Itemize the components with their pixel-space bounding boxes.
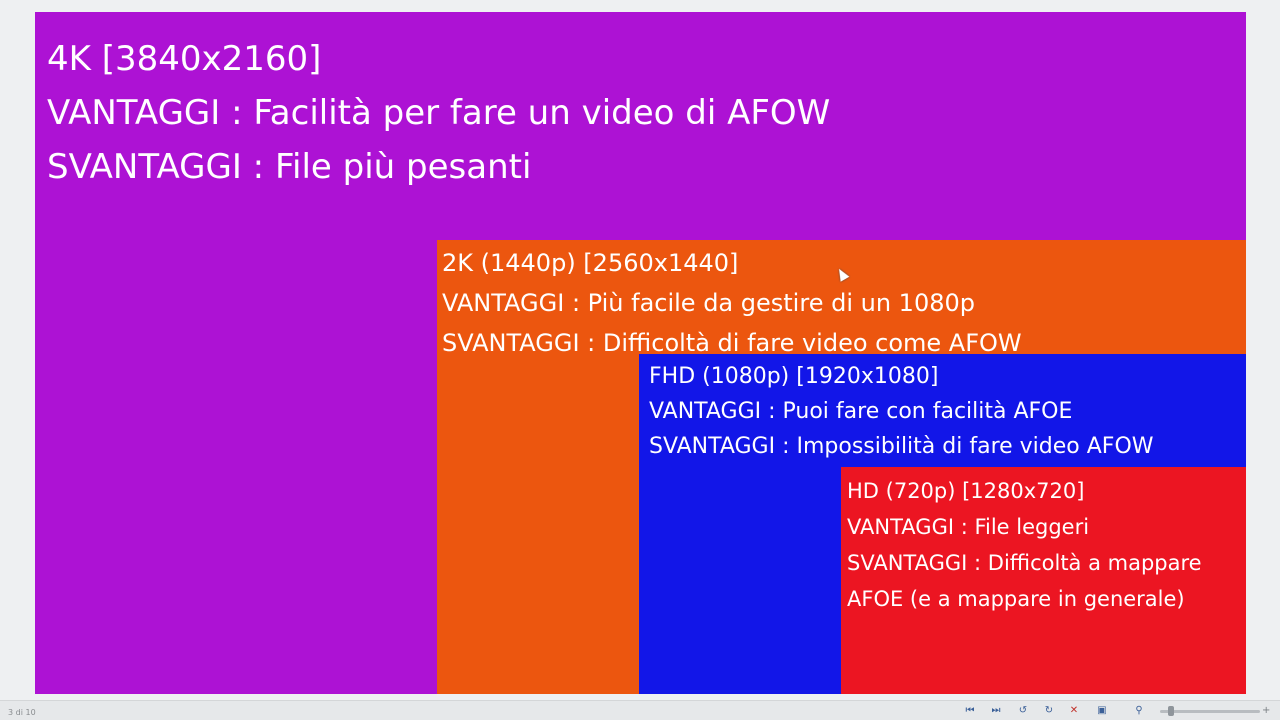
rotate-right-icon[interactable]: ↻ <box>1044 705 1054 716</box>
region-2k-pros: VANTAGGI : Più facile da gestire di un 1… <box>442 289 975 317</box>
slide-canvas: 4K [3840x2160] VANTAGGI : Facilità per f… <box>35 12 1246 694</box>
rotate-left-icon[interactable]: ↺ <box>1018 705 1028 716</box>
zoom-plus-icon[interactable]: + <box>1262 705 1271 716</box>
viewer-statusbar: 3 di 10 ⏮ ⏭ ↺ ↻ ✕ ▣ ⚲ + <box>0 700 1280 720</box>
region-hd-title: HD (720p) [1280x720] <box>847 479 1085 503</box>
region-fhd-title: FHD (1080p) [1920x1080] <box>649 364 939 389</box>
region-hd-pros: VANTAGGI : File leggeri <box>847 515 1090 539</box>
zoom-slider-thumb[interactable] <box>1168 706 1174 716</box>
last-page-icon[interactable]: ⏭ <box>991 705 1001 716</box>
region-fhd-cons: SVANTAGGI : Impossibilità di fare video … <box>649 434 1154 459</box>
zoom-slider-track[interactable] <box>1160 710 1260 713</box>
region-hd: HD (720p) [1280x720] VANTAGGI : File leg… <box>841 467 1246 694</box>
close-icon[interactable]: ✕ <box>1069 705 1079 716</box>
zoom-in-icon[interactable]: ⚲ <box>1135 705 1143 716</box>
page-indicator: 3 di 10 <box>8 708 36 717</box>
region-hd-cons: SVANTAGGI : Difficoltà a mappare AFOE (e… <box>847 551 1202 611</box>
region-4k-cons: SVANTAGGI : File più pesanti <box>47 147 532 187</box>
region-4k-pros: VANTAGGI : Facilità per fare un video di… <box>47 93 831 133</box>
region-4k-title: 4K [3840x2160] <box>47 39 322 79</box>
save-icon[interactable]: ▣ <box>1097 705 1107 716</box>
region-fhd-pros: VANTAGGI : Puoi fare con facilità AFOE <box>649 399 1073 424</box>
region-2k-title: 2K (1440p) [2560x1440] <box>442 249 739 277</box>
region-2k-cons: SVANTAGGI : Difficoltà di fare video com… <box>442 329 1022 357</box>
first-page-icon[interactable]: ⏮ <box>965 705 975 716</box>
